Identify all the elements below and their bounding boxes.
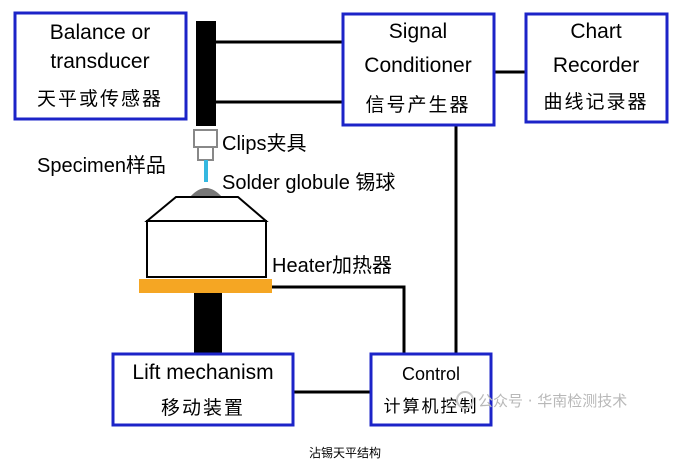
heater-plate: [139, 279, 272, 293]
chart-box-frame: [524, 12, 669, 124]
solder-globule: [190, 188, 222, 197]
clip-lower: [197, 146, 214, 161]
control-box-frame: [369, 352, 493, 427]
control-box-zh: 计算机控制: [384, 397, 479, 417]
watermark-icon: [456, 391, 474, 409]
lift-box-line1: Lift mechanism: [132, 361, 273, 384]
figure-caption: 沾锡天平结构: [309, 445, 381, 460]
clips: [193, 129, 218, 161]
solder-globule-label: Solder globule 锡球: [222, 171, 395, 194]
clip-upper: [193, 129, 218, 148]
lift-box-frame: [111, 352, 295, 427]
clips-label: Clips夹具: [222, 132, 306, 155]
heater-label: Heater加热器: [272, 254, 392, 277]
balance-rod: [196, 21, 216, 126]
solder-bath: [146, 220, 267, 278]
balance-box-line2: transducer: [50, 50, 149, 73]
balance-box: Balance or transducer 天平或传感器: [13, 11, 188, 121]
connector-lines: [216, 40, 526, 394]
chart-box-line1: Chart: [570, 20, 622, 43]
watermark: 公众号 · 华南检测技术: [456, 391, 627, 410]
signal-box-frame: [341, 12, 496, 127]
specimen: [204, 160, 208, 182]
balance-box-frame: [13, 11, 188, 121]
lift-box: Lift mechanism 移动装置: [111, 352, 295, 427]
lift-box-zh: 移动装置: [161, 397, 245, 419]
lift-column: [194, 293, 222, 355]
balance-box-zh: 天平或传感器: [37, 88, 163, 110]
signal-box-zh: 信号产生器: [365, 94, 470, 116]
signal-box: Signal Conditioner 信号产生器: [341, 12, 496, 127]
signal-box-line2: Conditioner: [364, 54, 471, 77]
solder-bath-lid: [144, 196, 269, 222]
specimen-label: Specimen样品: [37, 154, 166, 177]
heater-to-control-line: [272, 285, 406, 354]
chart-box-line2: Recorder: [553, 54, 639, 77]
balance-box-line1: Balance or: [50, 21, 150, 44]
signal-box-line1: Signal: [389, 20, 447, 43]
watermark-text: 公众号 · 华南检测技术: [478, 392, 627, 410]
control-box: Control 计算机控制: [369, 352, 493, 427]
chart-box-zh: 曲线记录器: [543, 91, 648, 113]
control-box-line1: Control: [402, 364, 460, 384]
chart-box: Chart Recorder 曲线记录器: [524, 12, 669, 124]
